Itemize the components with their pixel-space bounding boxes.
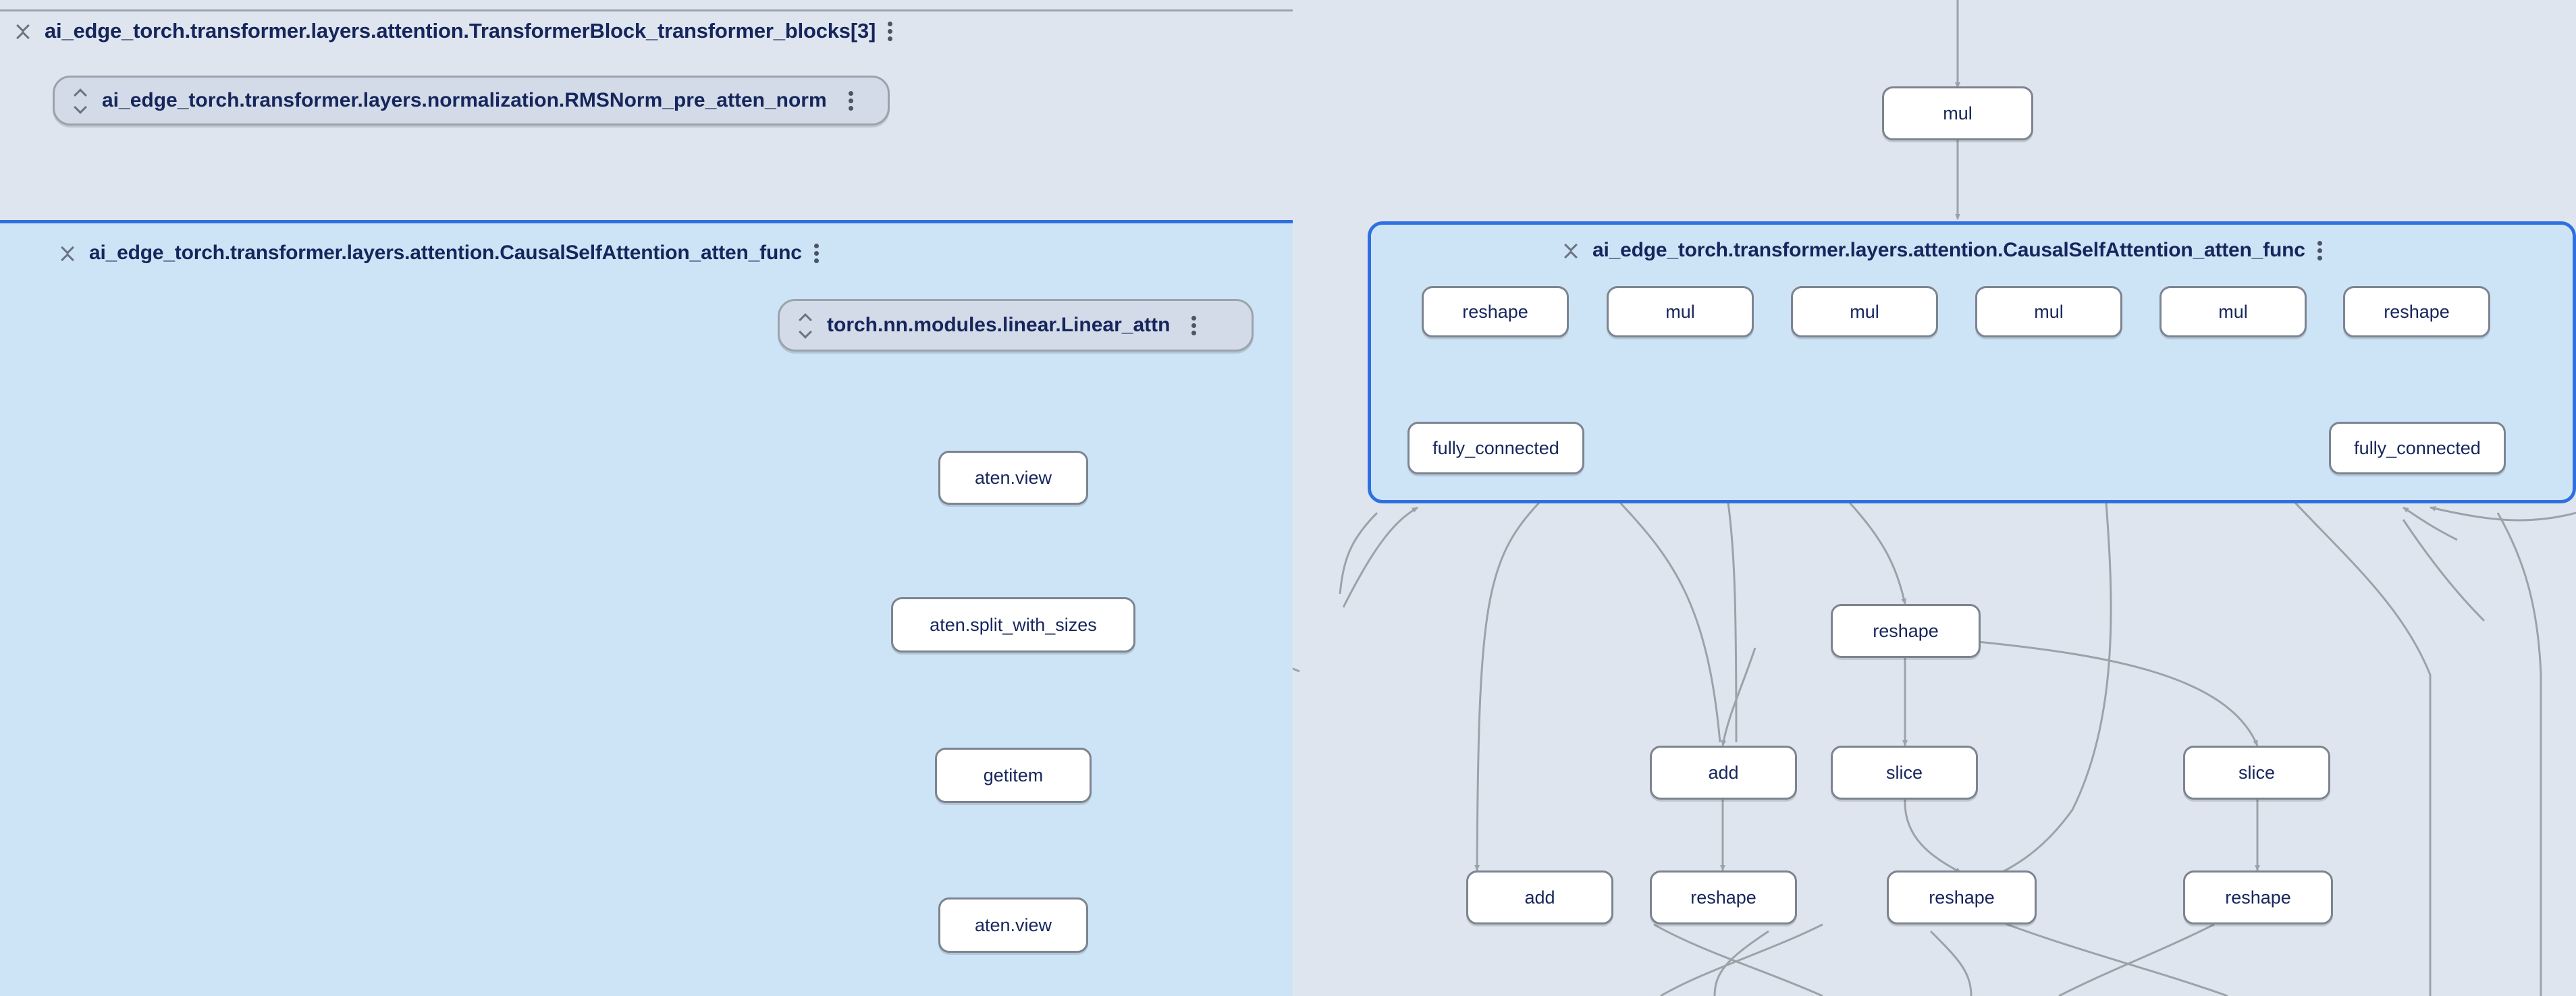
op-node[interactable]: reshape (1650, 870, 1797, 924)
op-node[interactable]: mul (1975, 286, 2122, 337)
op-node-label: reshape (1929, 887, 1995, 908)
op-node-label: aten.split_with_sizes (930, 614, 1097, 635)
transformer-block-group-header[interactable]: ai_edge_torch.transformer.layers.attenti… (15, 18, 894, 44)
rmsnorm-submodule-label: ai_edge_torch.transformer.layers.normali… (102, 89, 827, 111)
rmsnorm-submodule-node[interactable]: ai_edge_torch.transformer.layers.normali… (53, 76, 890, 126)
op-node-label: reshape (1690, 887, 1756, 908)
kebab-menu-icon[interactable] (1191, 314, 1198, 337)
kebab-menu-icon[interactable] (848, 89, 855, 112)
op-node[interactable]: mul (1791, 286, 1938, 337)
op-node[interactable]: add (1466, 870, 1613, 924)
op-node-label: mul (2034, 301, 2064, 322)
op-node[interactable]: fully_connected (2329, 422, 2506, 474)
op-node-label: reshape (1462, 301, 1528, 322)
op-node-label: add (1524, 887, 1555, 908)
op-node[interactable]: reshape (2343, 286, 2490, 337)
op-node[interactable]: slice (1831, 746, 1978, 800)
chevron-expand-icon[interactable] (797, 312, 815, 338)
kebab-menu-icon[interactable] (888, 20, 894, 43)
transformer-block-group-title: ai_edge_torch.transformer.layers.attenti… (45, 19, 876, 43)
op-node[interactable]: fully_connected (1407, 422, 1584, 474)
causal-self-attention-right-title: ai_edge_torch.transformer.layers.attenti… (1592, 239, 2305, 261)
chevron-expand-icon[interactable] (72, 88, 90, 113)
causal-self-attention-left-title: ai_edge_torch.transformer.layers.attenti… (89, 242, 802, 264)
op-node[interactable]: aten.view (938, 897, 1088, 953)
op-node-label: aten.view (974, 467, 1052, 488)
op-node[interactable]: add (1650, 746, 1797, 800)
op-node[interactable]: aten.split_with_sizes (891, 597, 1135, 653)
op-node[interactable]: getitem (935, 748, 1092, 803)
op-node-label: fully_connected (1432, 437, 1559, 458)
op-node-label: fully_connected (2354, 437, 2481, 458)
op-node-label: aten.view (974, 914, 1052, 935)
op-node[interactable]: mul (1882, 86, 2033, 140)
op-node[interactable]: aten.view (938, 451, 1088, 505)
op-node[interactable]: slice (2183, 746, 2330, 800)
op-node[interactable]: reshape (2183, 870, 2333, 924)
causal-self-attention-right-header[interactable]: ai_edge_torch.transformer.layers.attenti… (1563, 238, 2324, 263)
op-node-label: add (1708, 762, 1739, 783)
op-node-label: reshape (2225, 887, 2291, 908)
op-node[interactable]: reshape (1887, 870, 2037, 924)
kebab-menu-icon[interactable] (2317, 239, 2324, 262)
op-node[interactable]: mul (2159, 286, 2307, 337)
op-node-label: reshape (2384, 301, 2450, 322)
op-node[interactable]: reshape (1831, 604, 1981, 658)
linear-attn-submodule-label: torch.nn.modules.linear.Linear_attn (827, 314, 1171, 336)
op-node[interactable]: reshape (1422, 286, 1569, 337)
op-node-label: mul (2218, 301, 2248, 322)
linear-attn-submodule-node[interactable]: torch.nn.modules.linear.Linear_attn (778, 299, 1254, 352)
chevron-collapse-icon[interactable] (1563, 238, 1580, 263)
causal-self-attention-left-header[interactable]: ai_edge_torch.transformer.layers.attenti… (59, 240, 821, 266)
op-node-label: slice (1885, 762, 1923, 783)
chevron-collapse-icon[interactable] (15, 18, 32, 44)
op-node-label: mul (1665, 301, 1695, 322)
op-node-label: mul (1850, 301, 1879, 322)
kebab-menu-icon[interactable] (813, 242, 821, 265)
op-node-label: reshape (1873, 620, 1939, 641)
chevron-collapse-icon[interactable] (59, 240, 77, 266)
op-node-label: slice (2238, 762, 2275, 783)
op-node[interactable]: mul (1607, 286, 1754, 337)
op-node-label: mul (1943, 103, 1973, 123)
op-node-label: getitem (983, 765, 1044, 785)
